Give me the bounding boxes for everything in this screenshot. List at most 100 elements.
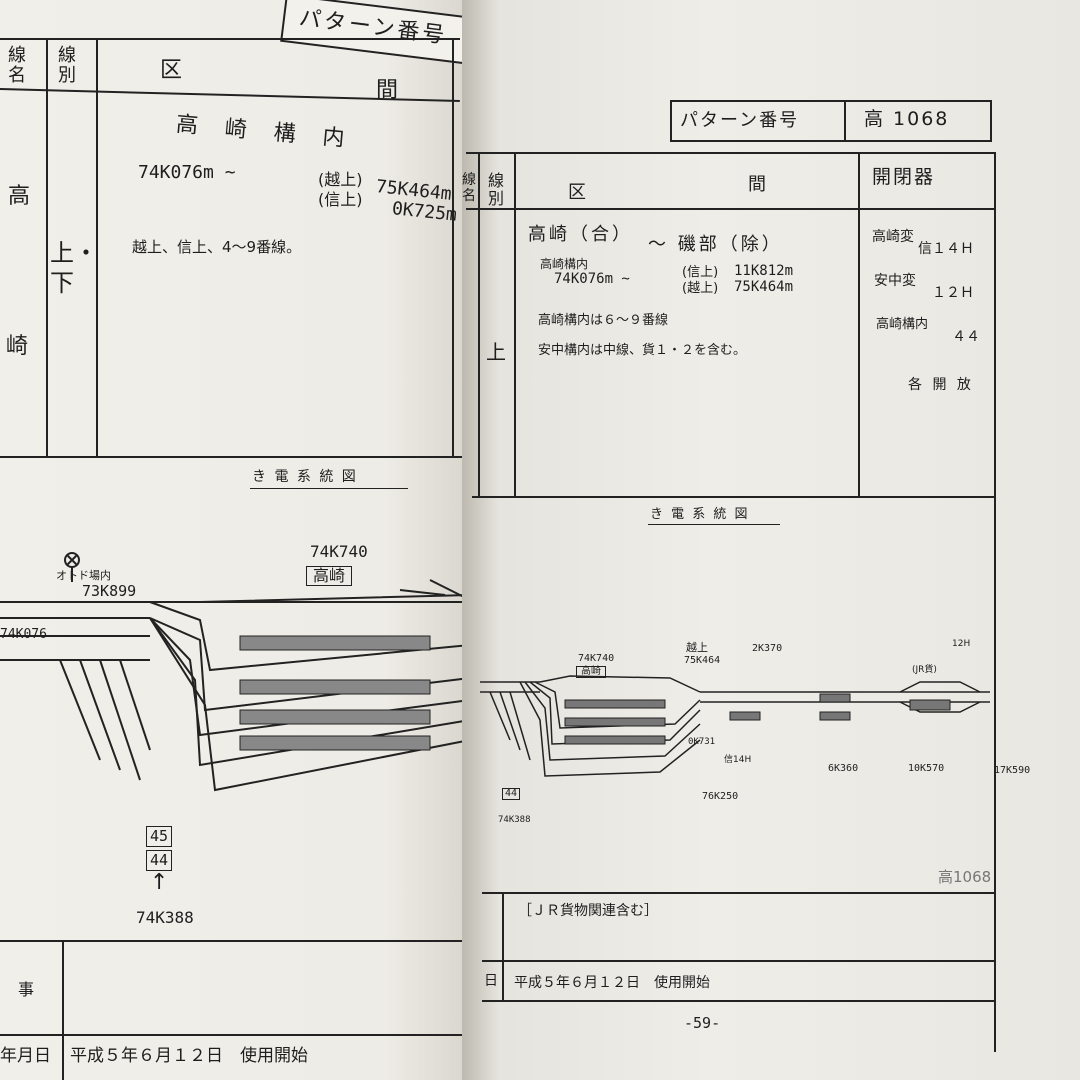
right-table-top-line [466,152,996,154]
right-switch-2-name: 安中変 [874,273,916,289]
left-col-line-name: 線名 [8,45,26,86]
left-col-divider-1 [46,38,48,458]
left-diag-km-top: 74K740 [310,542,368,561]
left-page: パターン番号 線名 線別 区 間 高 崎 上・下 高 崎 構 内 74K076m… [0,0,480,1080]
left-line-type: 上・下 [50,239,98,297]
left-footer-line-1 [0,940,478,942]
right-switch-1-name: 高崎変 [872,229,914,245]
left-diag-arrow-icon: ↑ [150,870,169,895]
right-section-to: ～ 磯部（除） [648,234,783,255]
left-km-to-2-label: (信上) [318,190,363,209]
right-note-1: 高崎構内は６～９番線 [538,313,669,328]
right-km-to-2: 75K464m [734,279,794,295]
left-diag-station: 高崎 [306,566,353,586]
left-footer-label: 事 [18,980,35,999]
right-switch-3-value: ４４ [952,329,980,345]
left-table-top-line [0,38,460,40]
left-footer-divider [62,940,64,1080]
right-diagram-title-underline [648,524,780,525]
right-sub-title: 高崎構内 [540,257,589,271]
right-diag-km-1: 74K740 [578,653,615,664]
right-col-divider-1 [478,152,480,496]
right-switch-3-name: 高崎構内 [876,317,929,332]
left-line-name-a: 高 [8,184,31,209]
right-section-from: 高崎（合） [528,224,633,245]
left-col-section-a: 区 [160,58,183,83]
right-col-line-name: 線名 [462,172,476,204]
right-footer-line-1 [482,892,994,894]
right-stamp: 高1068 [938,868,992,886]
left-diagram-title-underline [250,488,408,489]
right-switch-all: 各 開 放 [908,377,974,393]
right-km-to-1: 11K812m [734,263,794,279]
left-diag-box-1: 45 [146,826,173,847]
left-km-to-2: 0K725m [390,198,458,226]
right-table-header-line [466,208,996,210]
right-km-from: 74K076m ~ [554,271,630,287]
right-diag-km-3: 2K370 [752,643,783,654]
right-col-section-b: 間 [748,174,766,195]
right-footer-line-2 [482,960,994,962]
left-footer-date-label: 年月日 [0,1046,51,1066]
right-line-type: 上 [486,340,506,364]
left-diagram-title: き 電 系 統 図 [252,469,358,485]
right-diagram-title: き 電 系 統 図 [650,507,750,522]
right-col-line-type: 線別 [488,171,505,208]
right-diag-station-1: 高崎 [576,666,606,678]
left-pattern-label: パターン番号 [297,5,449,49]
right-pattern-label: パターン番号 [680,110,800,131]
right-pattern-number: 高 1068 [864,108,950,130]
right-footer-line-3 [482,1000,994,1002]
right-page: パターン番号 高 1068 線名 線別 区 間 開閉器 上 高崎（合） ～ 磯部… [462,0,1080,1080]
right-diag-box: 44 [502,788,521,800]
left-footer-date: 平成５年６月１２日 使用開始 [70,1046,308,1066]
left-km-from: 74K076m ~ [138,162,236,183]
left-section-title: 高 崎 構 内 [174,112,356,153]
right-date-label: 日 [484,973,498,989]
right-remark: ［ＪＲ貨物関連含む］ [518,903,658,919]
right-diag-koshi: 越上 [686,641,708,654]
left-col-divider-3 [452,38,454,458]
right-diag-km-12h: 12H [952,639,971,649]
left-diag-km-bottom: 74K388 [136,908,194,927]
right-col-divider-2 [514,152,516,496]
right-table-bottom-line [472,496,996,498]
left-col-divider-2 [96,38,98,458]
left-footer-line-2 [0,1034,478,1036]
left-diag-km-b: 74K076 [0,627,47,642]
right-col-section-a: 区 [568,182,586,203]
right-diag-label-14h: 信14H [724,755,752,765]
right-diag-km-8: 17K590 [994,765,1031,776]
right-date-text: 平成５年６月１２日 使用開始 [514,975,710,991]
left-diag-km-a: 73K899 [82,582,137,600]
right-page-number: -59- [684,1014,721,1032]
right-note-2: 安中構内は中線、貨１・２を含む。 [538,343,747,358]
right-diag-km-2: 75K464 [684,655,721,666]
left-col-line-type: 線別 [58,45,76,86]
right-col-switch: 開閉器 [872,166,936,188]
right-pattern-box-divider [844,100,846,142]
right-diag-km-6: 6K360 [828,763,859,774]
right-km-to-2-label: (越上) [682,281,719,296]
right-col-divider-3 [858,152,860,496]
left-diag-box-2: 44 [146,850,173,871]
right-diag-km-5: 76K250 [702,791,739,802]
left-line-name-b: 崎 [6,334,29,359]
right-diag-km-box: 74K388 [498,815,531,825]
right-diag-km-4: 0K731 [688,737,716,747]
right-diag-jr: (JR貨) [912,665,937,675]
left-note: 越上、信上、4～9番線。 [132,238,302,256]
left-diag-label-a: オトド場内 [56,569,111,582]
left-pattern-box: パターン番号 [280,0,479,66]
left-feeding-diagram [0,552,471,792]
right-feeding-diagram [480,675,990,777]
right-footer-divider [502,892,504,1002]
right-table-right-edge [994,152,996,1052]
right-km-to-1-label: (信上) [682,265,719,280]
right-switch-2-value: １２Ｈ [932,285,974,301]
right-pattern-box [670,100,992,142]
left-table-bottom-line [0,456,470,458]
left-col-section-b: 間 [376,78,399,103]
right-switch-1-value: 信１４Ｈ [918,241,974,257]
left-km-to-1-label: (越上) [318,170,363,189]
